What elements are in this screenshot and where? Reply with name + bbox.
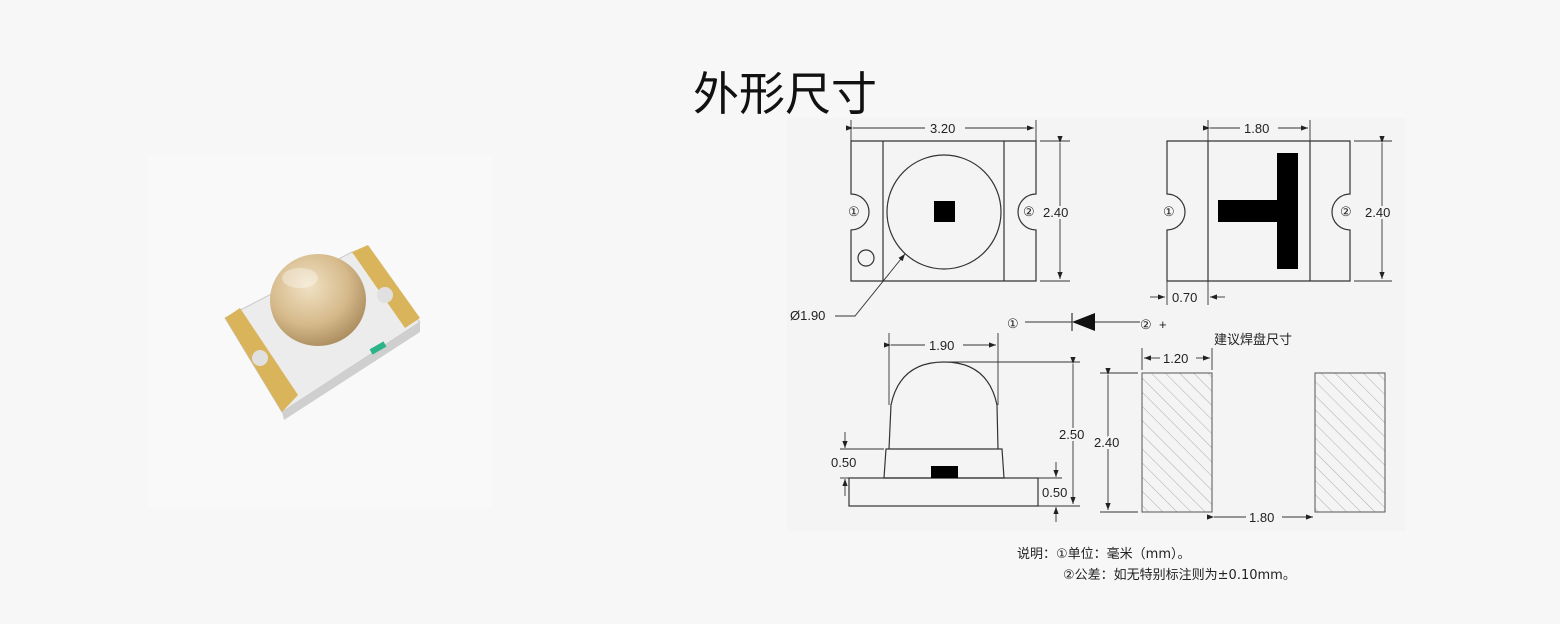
side-view: 1.90 2.50 0.50 0.50 [831, 333, 1086, 522]
svg-text:1.90: 1.90 [929, 338, 954, 353]
diode-polarity-symbol: ① ② + [1007, 313, 1167, 332]
note-tolerance: ②公差：如无特别标注则为±0.10mm。 [1063, 568, 1296, 583]
svg-text:②: ② [1023, 204, 1035, 219]
svg-text:0.50: 0.50 [831, 455, 856, 470]
svg-text:2.40: 2.40 [1043, 205, 1068, 220]
svg-text:①: ① [1163, 204, 1175, 219]
svg-text:2.40: 2.40 [1365, 205, 1390, 220]
svg-text:①: ① [848, 204, 860, 219]
svg-text:2.50: 2.50 [1059, 427, 1084, 442]
svg-text:+: + [1159, 317, 1167, 332]
svg-text:②: ② [1140, 317, 1152, 332]
svg-text:1.80: 1.80 [1244, 121, 1269, 136]
svg-text:1.80: 1.80 [1249, 510, 1274, 525]
svg-text:0.70: 0.70 [1172, 290, 1197, 305]
bottom-view: ① ② 1.80 2.40 0.70 [1150, 120, 1392, 305]
page-title: 外形尺寸 [693, 67, 877, 121]
svg-text:建议焊盘尺寸: 建议焊盘尺寸 [1214, 332, 1292, 347]
note-units: 说明：①单位：毫米（mm）。 [1017, 547, 1191, 562]
svg-text:0.50: 0.50 [1042, 485, 1067, 500]
svg-text:Ø1.90: Ø1.90 [790, 308, 825, 323]
svg-text:②: ② [1340, 204, 1352, 219]
top-view: ① ② 3.20 2.40 Ø1.90 [790, 120, 1070, 323]
recommended-pad-layout: 建议焊盘尺寸 1.20 2.40 1.80 [1092, 332, 1386, 525]
svg-text:2.40: 2.40 [1094, 435, 1119, 450]
svg-text:①: ① [1007, 316, 1019, 331]
svg-text:3.20: 3.20 [930, 121, 955, 136]
led-product-photo [148, 155, 492, 508]
svg-text:1.20: 1.20 [1163, 351, 1188, 366]
